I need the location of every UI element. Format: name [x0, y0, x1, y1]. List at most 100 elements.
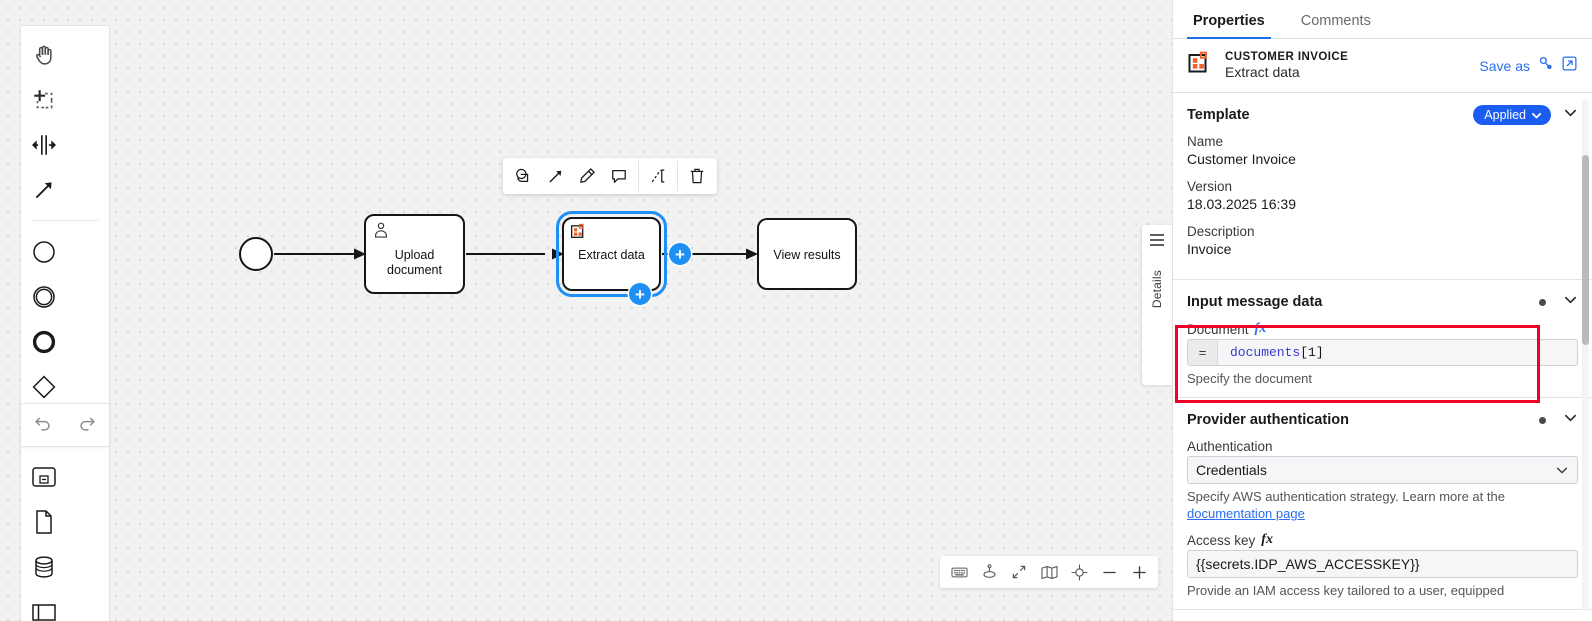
start-event-node[interactable]: [239, 237, 273, 271]
section-modified-dot-icon: [1539, 416, 1546, 424]
append-shape-icon[interactable]: [507, 160, 539, 192]
gateway-icon[interactable]: [21, 364, 66, 409]
start-event-icon[interactable]: [21, 229, 66, 274]
field-label-version: Version: [1187, 179, 1233, 194]
undo-redo-toolbar[interactable]: [20, 403, 110, 447]
append-gateway-icon[interactable]: [642, 160, 674, 192]
access-key-label-text: Access key: [1187, 532, 1256, 548]
field-label-access-key: Access key fx: [1187, 532, 1578, 548]
undo-icon[interactable]: [32, 412, 54, 439]
lasso-tool-icon[interactable]: [21, 77, 66, 122]
panel-header: CUSTOMER INVOICE Extract data Save as: [1173, 39, 1592, 93]
template-icon: [1187, 50, 1213, 81]
zoom-in-icon[interactable]: [1124, 557, 1154, 587]
details-side-tab[interactable]: Details: [1142, 225, 1172, 385]
minimap-icon[interactable]: [1034, 557, 1064, 587]
panel-scrollbar-thumb[interactable]: [1582, 155, 1589, 345]
section-provider-authentication: Provider authentication Authentication C…: [1173, 398, 1592, 610]
context-pad-divider-2: [677, 161, 678, 191]
panel-scrollbar-track[interactable]: [1582, 100, 1589, 610]
details-menu-icon: [1149, 233, 1165, 252]
append-plus-bottom[interactable]: +: [629, 283, 651, 305]
hand-tool-icon[interactable]: [21, 32, 66, 77]
expression-value[interactable]: documents[1]: [1218, 340, 1577, 365]
delete-icon[interactable]: [681, 160, 713, 192]
document-hint: Specify the document: [1187, 371, 1313, 386]
section-provider-authentication-header[interactable]: Provider authentication: [1173, 398, 1592, 439]
keyboard-shortcuts-icon[interactable]: [944, 557, 974, 587]
intermediate-event-icon[interactable]: [21, 274, 66, 319]
chevron-down-icon: [1531, 112, 1542, 118]
field-label-authentication: Authentication: [1187, 439, 1273, 454]
section-template: Template Applied Name Customer Invoice V…: [1173, 93, 1592, 280]
expression-index: [1]: [1300, 345, 1324, 360]
link-share-icon[interactable]: [1537, 55, 1554, 77]
append-plus-right[interactable]: +: [669, 243, 691, 265]
participant-icon[interactable]: [21, 589, 66, 621]
section-collapse-chevron[interactable]: [1563, 292, 1578, 312]
open-external-icon[interactable]: [1561, 55, 1578, 77]
user-task-icon: [375, 222, 387, 238]
element-context-pad[interactable]: [503, 158, 717, 194]
data-object-icon[interactable]: [21, 499, 66, 544]
panel-header-subtitle: Extract data: [1225, 64, 1300, 80]
palette-divider: [31, 220, 99, 221]
zoom-out-icon[interactable]: [1094, 557, 1124, 587]
field-label-description: Description: [1187, 224, 1255, 239]
expression-identifier: documents: [1230, 345, 1301, 360]
element-palette[interactable]: [20, 25, 110, 621]
panel-tabs[interactable]: Properties Comments: [1173, 0, 1592, 39]
tab-properties[interactable]: Properties: [1187, 13, 1271, 39]
section-title: Provider authentication: [1187, 412, 1349, 428]
section-collapse-chevron[interactable]: [1563, 105, 1578, 125]
connect-icon[interactable]: [539, 160, 571, 192]
badge-label: Applied: [1484, 108, 1526, 122]
panel-body[interactable]: Template Applied Name Customer Invoice V…: [1173, 93, 1592, 621]
details-tab-label: Details: [1150, 270, 1164, 309]
document-expression-input[interactable]: = documents[1]: [1187, 339, 1578, 366]
redo-icon[interactable]: [76, 412, 98, 439]
section-title: Input message data: [1187, 294, 1323, 310]
properties-panel: Properties Comments CUSTOMER INVOICE Ext…: [1172, 0, 1592, 621]
template-applied-badge[interactable]: Applied: [1473, 105, 1551, 125]
field-value-description: Invoice: [1187, 241, 1232, 257]
save-as-button[interactable]: Save as: [1479, 57, 1530, 74]
connect-tool-icon[interactable]: [21, 167, 66, 212]
section-template-header[interactable]: Template Applied: [1173, 93, 1592, 134]
template-task-icon: [570, 223, 584, 238]
section-input-message-data-header[interactable]: Input message data: [1173, 280, 1592, 321]
panel-header-title: CUSTOMER INVOICE: [1225, 51, 1349, 63]
section-title: Template: [1187, 107, 1250, 123]
data-store-icon[interactable]: [21, 544, 66, 589]
lasso-select-icon[interactable]: [974, 557, 1004, 587]
task-view-results[interactable]: View results: [757, 218, 857, 290]
field-label-name: Name: [1187, 134, 1224, 149]
field-value-version: 18.03.2025 16:39: [1187, 196, 1296, 212]
fx-toggle-icon[interactable]: fx: [1261, 532, 1273, 547]
access-key-input[interactable]: [1187, 550, 1578, 578]
tab-comments[interactable]: Comments: [1300, 13, 1371, 29]
expression-equals-prefix: =: [1188, 340, 1218, 365]
comment-icon[interactable]: [603, 160, 635, 192]
task-label: Extract data: [578, 248, 645, 262]
access-key-hint: Provide an IAM access key tailored to a …: [1187, 583, 1505, 598]
subprocess-icon[interactable]: [21, 454, 66, 499]
authentication-select[interactable]: Credentials: [1187, 456, 1578, 484]
canvas-controls-toolbar[interactable]: [940, 556, 1158, 588]
end-event-icon[interactable]: [21, 319, 66, 364]
space-tool-icon[interactable]: [21, 122, 66, 167]
fx-toggle-icon[interactable]: fx: [1254, 321, 1267, 336]
context-pad-divider: [638, 161, 639, 191]
change-type-icon[interactable]: [571, 160, 603, 192]
section-collapse-chevron[interactable]: [1563, 410, 1578, 430]
fit-viewport-icon[interactable]: [1004, 557, 1034, 587]
field-label-document: Document fx: [1187, 321, 1578, 337]
authentication-hint-text: Specify AWS authentication strategy. Lea…: [1187, 489, 1505, 504]
documentation-link[interactable]: documentation page: [1187, 506, 1305, 521]
reset-zoom-icon[interactable]: [1064, 557, 1094, 587]
task-extract-data[interactable]: Extract data: [556, 211, 667, 297]
